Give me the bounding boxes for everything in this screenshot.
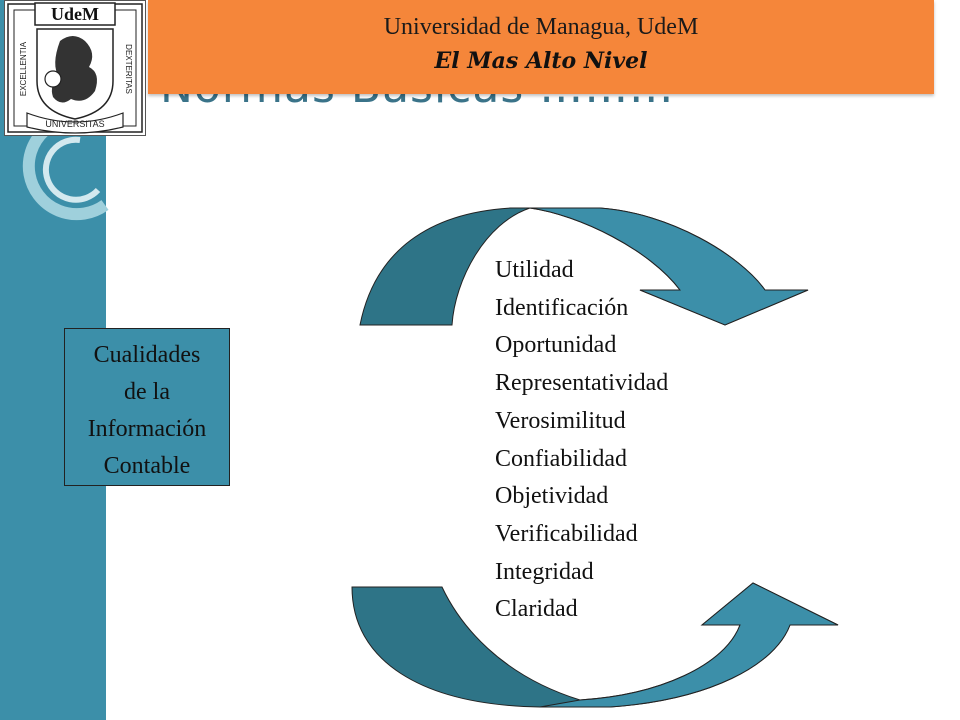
quality-item: Identificación [495, 294, 629, 321]
box-label-line: Cualidades [93, 342, 201, 368]
crest-right-text: DEXTERITAS [124, 44, 133, 94]
quality-item: Representatividad [495, 370, 669, 397]
quality-item: Confiabilidad [495, 445, 627, 472]
university-motto: El Mas Alto Nivel [434, 48, 648, 74]
university-name: Universidad de Managua, UdeM [383, 14, 699, 40]
quality-item: Verosimilitud [495, 407, 626, 434]
box-label-line: de la [124, 379, 170, 405]
box-label-line: Información [87, 416, 207, 442]
quality-item: Claridad [495, 596, 578, 623]
quality-item: Oportunidad [495, 332, 617, 359]
header-banner: Universidad de Managua, UdeM El Mas Alto… [148, 0, 934, 94]
cycle-arrows [351, 207, 839, 708]
box-label-line: Contable [103, 453, 191, 479]
quality-item: Integridad [495, 558, 594, 585]
quality-item: Objetividad [495, 483, 609, 510]
quality-item: Utilidad [495, 257, 574, 283]
crest-brand: UdeM [51, 4, 99, 24]
crest-graphic: UdeM EXCELLENTIA DEXTERITAS UNIVERSITAS [7, 2, 143, 134]
ring-inner [42, 136, 101, 203]
crest-bottom-text: UNIVERSITAS [45, 119, 104, 129]
qualities-source-box: Cualidades de la Información Contable [64, 328, 230, 486]
udem-crest-icon: UdeM EXCELLENTIA DEXTERITAS UNIVERSITAS [4, 0, 146, 136]
qualities-list: Utilidad Identificación Oportunidad Repr… [495, 252, 668, 629]
crest-left-text: EXCELLENTIA [19, 41, 28, 96]
quality-item: Verificabilidad [495, 520, 638, 547]
